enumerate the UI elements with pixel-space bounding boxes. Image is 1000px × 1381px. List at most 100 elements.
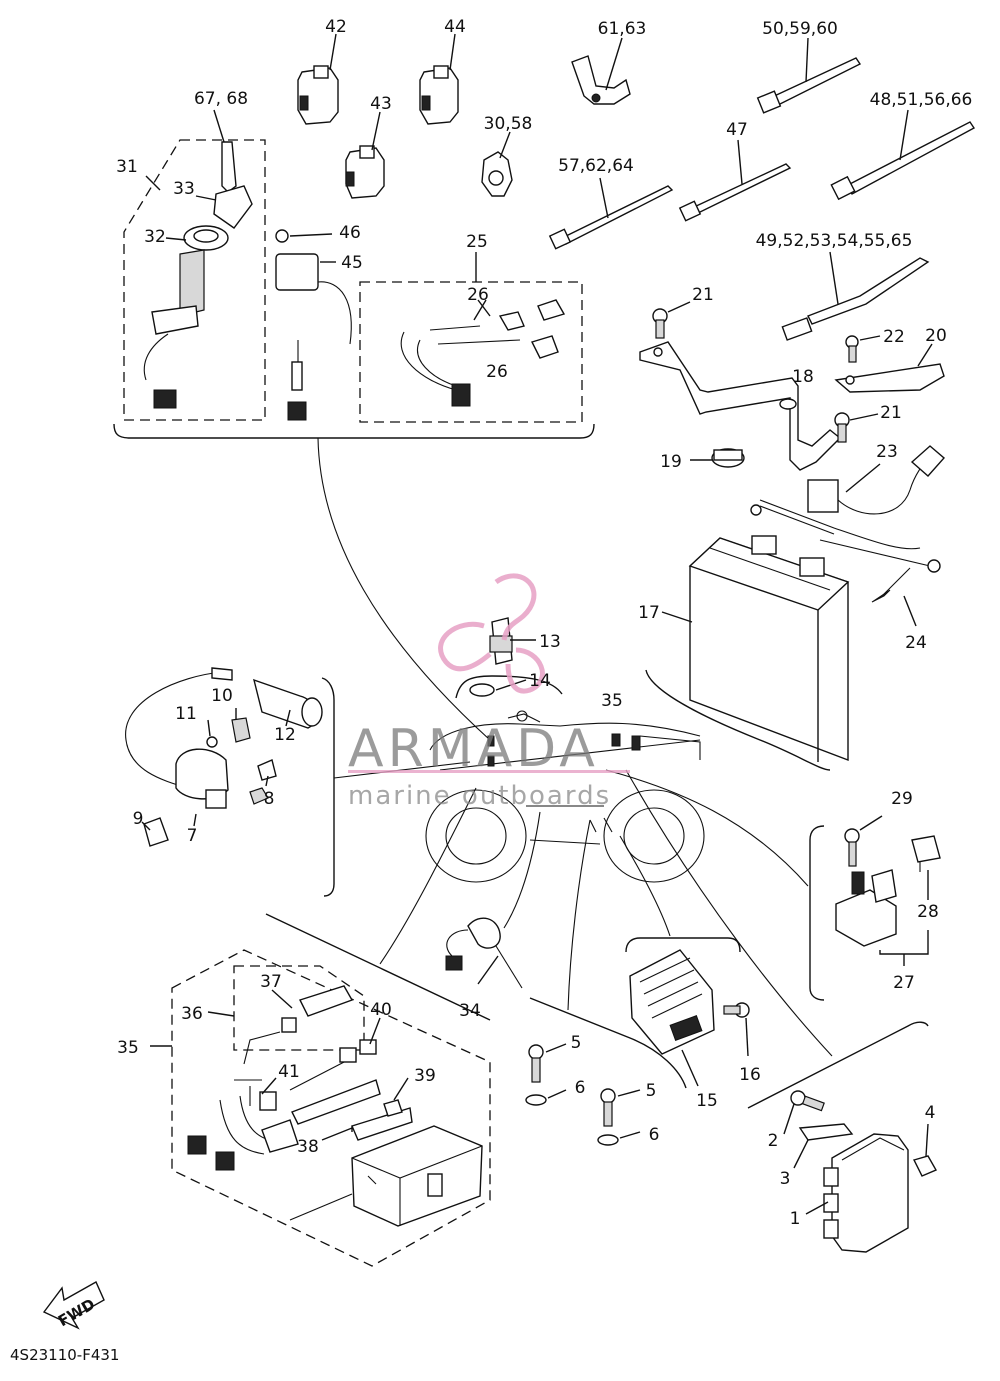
ignition-coil-7-12 [125,667,323,847]
callout-1: 1 [790,1209,801,1229]
atv-illustration [425,710,705,883]
callout-4: 4 [925,1103,936,1123]
callout-31: 31 [116,157,138,177]
fwd-arrow [42,1281,105,1330]
group-bracket-top [113,423,595,439]
group-bracket-regulator [625,937,741,953]
cable-tie-47 [678,139,792,222]
callout-44: 44 [444,17,466,37]
screw-22 [845,335,881,363]
callout-21-upper: 21 [692,285,714,305]
watermark-tagline: marine outboards [348,781,611,811]
callout-14: 14 [529,671,551,691]
cable-tie-50-59-60 [756,37,862,114]
main-switch-assembly-31 [123,109,266,421]
callout-27: 27 [893,973,915,993]
watermark-logo [348,573,630,773]
callout-8: 8 [264,789,275,809]
callout-42: 42 [325,17,347,37]
callout-49-65: 49,52,53,54,55,65 [756,231,913,251]
callout-61-63: 61,63 [598,19,647,39]
battery-cables-23-24 [750,445,945,627]
callout-36: 36 [181,1004,203,1024]
callout-34: 34 [459,1001,481,1021]
callout-45: 45 [341,253,363,273]
callout-25: 25 [466,232,488,252]
sensor-34 [445,917,523,989]
group-bracket-relay [809,825,825,1001]
callout-26-lower: 26 [486,362,508,382]
clamp-61-63 [571,37,631,105]
callout-30-58: 30,58 [484,114,533,134]
connector-44 [419,33,459,125]
leader-to-relay-group [605,769,809,887]
callout-23: 23 [876,442,898,462]
leader-main-switch [317,437,491,741]
callout-33: 33 [173,179,195,199]
callout-22: 22 [883,327,905,347]
callout-18: 18 [792,367,814,387]
callout-32: 32 [144,227,166,247]
callout-13: 13 [539,632,561,652]
bolt-21-upper [652,301,691,339]
cover-20 [834,343,945,393]
group-bracket-cdi [747,1021,929,1109]
callout-39: 39 [414,1066,436,1086]
callout-16: 16 [739,1065,761,1085]
callout-29: 29 [891,789,913,809]
callout-47: 47 [726,120,748,140]
bolt-5-washer-6-a [525,1043,567,1106]
callout-11: 11 [175,704,197,724]
callout-9: 9 [133,809,144,829]
cdi-unit-1-4 [783,1090,937,1253]
callout-28: 28 [917,902,939,922]
callout-41: 41 [278,1062,300,1082]
diagram-code: 4S23110-F431 [10,1346,119,1364]
tie-49-65 [781,251,930,341]
callout-6-a: 6 [575,1078,586,1098]
callout-20: 20 [925,326,947,346]
callout-15: 15 [696,1091,718,1111]
fwd-label: FWD [55,1295,98,1330]
callout-35-upper: 35 [601,691,623,711]
callout-10: 10 [211,686,233,706]
callout-19: 19 [660,452,682,472]
group-bracket-battery [645,669,831,771]
callout-43: 43 [370,94,392,114]
damper-19 [690,448,745,468]
cable-tie-48-51-56-66 [830,109,976,201]
sub-wire-harness-25 [359,252,583,423]
leader-to-35 [379,787,477,965]
battery-17 [661,535,850,762]
callout-21-lower: 21 [880,403,902,423]
callout-35-lower: 35 [117,1038,139,1058]
relay-45 [275,229,352,421]
callout-7: 7 [187,826,198,846]
callout-57-62-64: 57,62,64 [558,156,634,176]
callout-37: 37 [260,972,282,992]
callout-12: 12 [274,725,296,745]
callout-2: 2 [768,1131,779,1151]
group-bracket-bolts [529,997,687,1089]
wire-harness-group-35 [150,913,491,1267]
connector-42 [297,33,339,125]
callout-50-59-60: 50,59,60 [762,19,838,39]
starter-relay-27-29 [835,815,941,966]
callout-38: 38 [297,1137,319,1157]
leader-to-15 [619,835,671,937]
leader-to-5 [567,819,591,1011]
bolt-21-lower [834,412,879,443]
callout-6-b: 6 [649,1125,660,1145]
leader-to-34 [503,811,541,929]
callout-5-a: 5 [571,1033,582,1053]
callout-26-upper: 26 [467,285,489,305]
clip-30-58 [481,131,513,197]
rectifier-regulator-15 [629,949,750,1087]
cable-tie-57-62-64 [548,177,674,250]
callout-46: 46 [339,223,361,243]
group-bracket-coil [321,677,335,897]
watermark-brand: ARMADA [348,719,599,779]
bolt-5-washer-6-b [597,1088,641,1146]
